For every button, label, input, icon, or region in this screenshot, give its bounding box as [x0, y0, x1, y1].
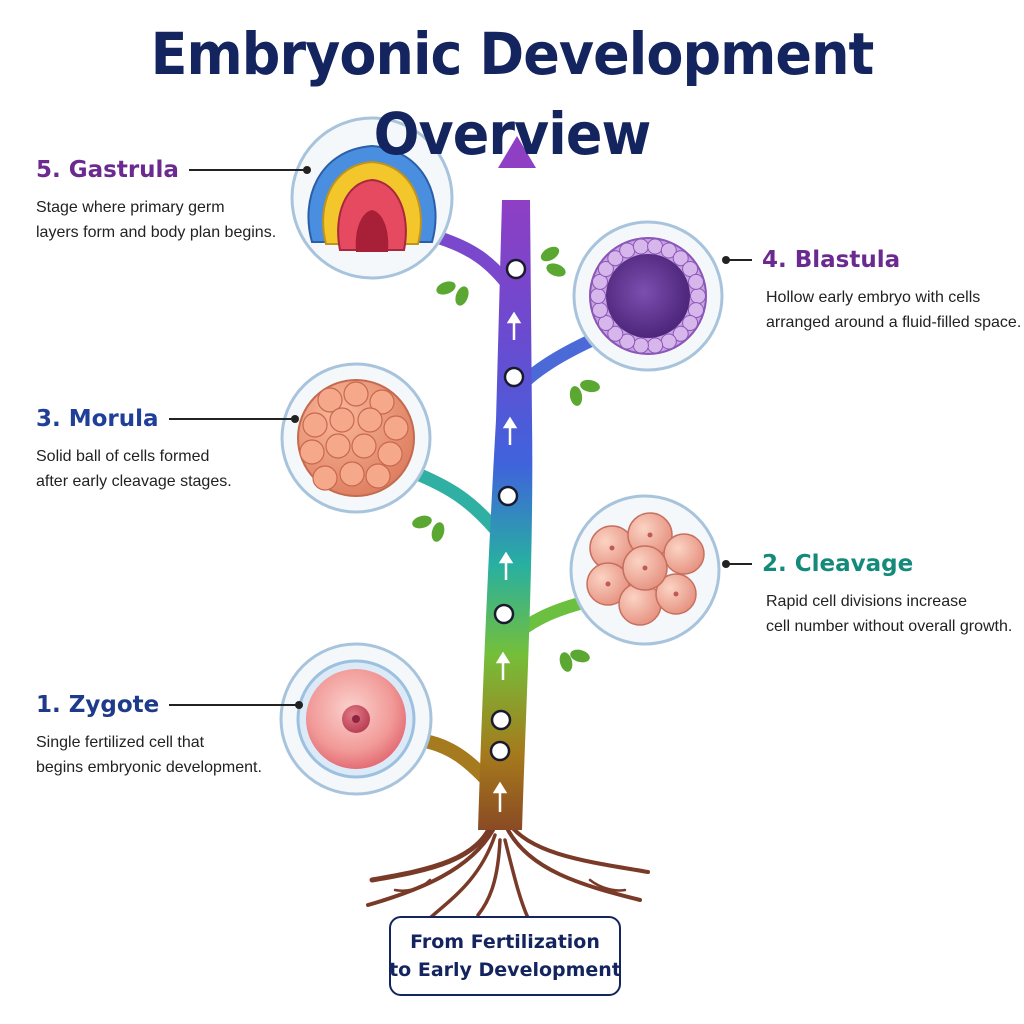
- stage-gastrula-desc-line-2: layers form and body plan begins.: [36, 224, 277, 241]
- stage-blastula-name: 4. Blastula: [762, 247, 901, 273]
- stage-blastula-leader: [722, 256, 752, 264]
- blastula-cell: [682, 315, 699, 331]
- stage-zygote-desc-line-2: begins embryonic development.: [36, 759, 262, 776]
- trunk-arrows: [492, 311, 522, 812]
- stage-morula-description: Solid ball of cells formed after early c…: [36, 444, 295, 494]
- stage-gastrula-leader: [188, 166, 311, 174]
- blastula-cell: [647, 337, 664, 354]
- blastula-illustration: [572, 220, 724, 372]
- blastula-cell: [619, 333, 636, 350]
- blastula-cell: [688, 273, 704, 290]
- blastula-cell: [672, 325, 689, 342]
- trunk: [478, 200, 533, 830]
- caption-line-1: From Fertilization: [410, 931, 600, 953]
- stage-cleavage-header: 2. Cleavage: [722, 549, 1012, 579]
- cleavage-illustration: [569, 494, 721, 646]
- blastula-cell: [690, 288, 706, 304]
- roots: [366, 817, 650, 920]
- stage-zygote-desc-line-1: Single fertilized cell that: [36, 734, 205, 751]
- blastula-cell: [597, 261, 614, 277]
- stage-gastrula-header: 5. Gastrula: [36, 155, 311, 185]
- page-title: Embryonic Development Overview: [150, 20, 875, 168]
- blastula-cell: [607, 250, 624, 267]
- stage-gastrula: 5. Gastrula Stage where primary germ lay…: [36, 155, 311, 245]
- trunk-nodes: [489, 258, 527, 762]
- stage-blastula: 4. Blastula Hollow early embryo with cel…: [722, 245, 1021, 335]
- blastula-cell: [632, 337, 649, 354]
- stage-blastula-desc-line-2: arranged around a fluid-filled space.: [766, 314, 1022, 331]
- stage-gastrula-desc-line-1: Stage where primary germ: [36, 199, 225, 216]
- leaves: [412, 246, 600, 672]
- blastula-cell: [632, 238, 649, 255]
- stage-cleavage: 2. Cleavage Rapid cell divisions increas…: [722, 549, 1012, 639]
- stage-cleavage-desc-line-1: Rapid cell divisions increase: [766, 593, 967, 610]
- stage-morula-leader: [168, 415, 299, 423]
- stage-morula-name: 3. Morula: [36, 406, 159, 432]
- stage-zygote-leader: [169, 701, 304, 709]
- stage-blastula-header: 4. Blastula: [722, 245, 1021, 275]
- blastula-cell: [660, 333, 677, 350]
- stage-zygote-name: 1. Zygote: [36, 692, 160, 718]
- blastula-cell: [607, 325, 624, 342]
- stage-blastula-desc-line-1: Hollow early embryo with cells: [766, 289, 981, 306]
- stage-cleavage-desc-line-2: cell number without overall growth.: [766, 618, 1013, 635]
- stage-gastrula-description: Stage where primary germ layers form and…: [36, 195, 307, 245]
- zygote-illustration: [279, 642, 433, 796]
- stage-cleavage-description: Rapid cell divisions increase cell numbe…: [766, 589, 1012, 639]
- blastula-cell: [592, 302, 608, 319]
- stage-cleavage-name: 2. Cleavage: [762, 551, 914, 577]
- blastula-cell: [672, 250, 689, 267]
- blastula-cell: [619, 242, 636, 259]
- stage-morula-desc-line-1: Solid ball of cells formed: [36, 448, 210, 465]
- blastula-cell: [647, 238, 664, 255]
- caption-line-2: to Early Development: [389, 959, 621, 981]
- stage-zygote: 1. Zygote Single fertilized cell that be…: [36, 690, 304, 780]
- gastrula-illustration: [290, 116, 454, 280]
- stage-gastrula-name: 5. Gastrula: [36, 157, 179, 183]
- stage-morula: 3. Morula Solid ball of cells formed aft…: [36, 404, 299, 494]
- blastula-cell: [660, 242, 677, 259]
- growth-arrow-head: [498, 136, 536, 168]
- stage-blastula-description: Hollow early embryo with cells arranged …: [766, 285, 1021, 335]
- stage-zygote-header: 1. Zygote: [36, 690, 304, 720]
- stage-cleavage-leader: [722, 560, 752, 568]
- stage-morula-header: 3. Morula: [36, 404, 299, 434]
- caption-box: From Fertilization to Early Development: [389, 916, 621, 996]
- stage-morula-desc-line-2: after early cleavage stages.: [36, 473, 232, 490]
- stage-zygote-description: Single fertilized cell that begins embry…: [36, 730, 299, 780]
- morula-illustration: [280, 362, 432, 514]
- blastula-cell: [590, 288, 606, 304]
